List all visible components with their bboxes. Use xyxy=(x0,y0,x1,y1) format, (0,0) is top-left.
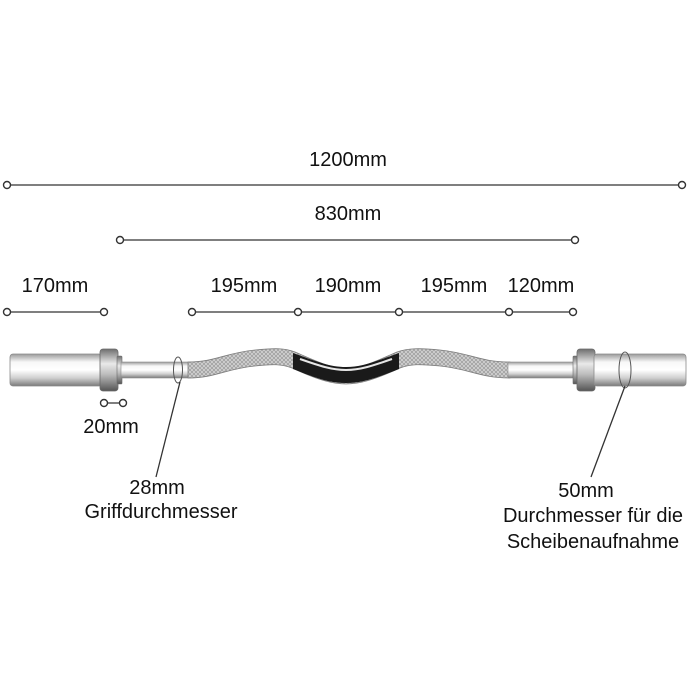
sleeve-diameter-value: 50mm xyxy=(558,480,614,502)
dimension-endpoint-left xyxy=(2,180,12,190)
left-collar xyxy=(99,348,119,392)
overall-length-label: 1200mm xyxy=(309,149,387,171)
collar-width-label: 20mm xyxy=(83,416,139,438)
grip-diameter-value: 28mm xyxy=(129,477,185,499)
dimension-endpoint-left xyxy=(99,398,109,408)
left-sleeve xyxy=(9,353,103,387)
dimension-segment-chain: 195mm 190mm 195mm 120mm xyxy=(187,275,578,317)
grip-leader-line xyxy=(155,381,181,478)
dimension-endpoint xyxy=(293,307,303,317)
dimension-endpoint-right xyxy=(118,398,128,408)
end-segment-label: 120mm xyxy=(508,275,575,297)
inner-length-label: 830mm xyxy=(315,203,382,225)
curve-segment-3-label: 195mm xyxy=(421,275,488,297)
dimension-endpoint xyxy=(187,307,197,317)
right-shaft xyxy=(507,361,577,379)
sleeve-diameter-caption-line2: Scheibenaufnahme xyxy=(507,531,679,553)
curve-segment-1-label: 195mm xyxy=(211,275,278,297)
dimension-endpoint-right xyxy=(677,180,687,190)
sleeve-diameter-caption-line1: Durchmesser für die xyxy=(503,505,683,527)
dimension-endpoint-left xyxy=(2,307,12,317)
dimension-overall-length: 1200mm xyxy=(2,149,687,190)
grip-diameter-callout: 28mm Griffdurchmesser xyxy=(84,381,238,523)
sleeve-diameter-callout: 50mm Durchmesser für die Scheibenaufnahm… xyxy=(503,385,683,553)
dimension-inner-length: 830mm xyxy=(115,203,580,245)
sleeve-diameter-marker xyxy=(618,351,632,389)
barbell xyxy=(9,348,687,392)
dimension-sleeve-length: 170mm xyxy=(2,275,109,317)
dimension-endpoint-right xyxy=(99,307,109,317)
dimension-collar-width: 20mm xyxy=(83,398,139,438)
grip-diameter-marker xyxy=(173,356,183,384)
dimension-endpoint xyxy=(394,307,404,317)
dimension-endpoint-right xyxy=(570,235,580,245)
left-shaft xyxy=(120,361,192,379)
right-sleeve xyxy=(593,353,687,387)
dimension-endpoint-left xyxy=(115,235,125,245)
center-band-highlight xyxy=(299,358,393,372)
center-smooth-band xyxy=(293,353,399,383)
dimension-endpoint xyxy=(504,307,514,317)
sleeve-leader-line xyxy=(590,385,626,478)
right-collar xyxy=(576,348,596,392)
grip-diameter-caption: Griffdurchmesser xyxy=(84,501,237,523)
curve-segment-2-label: 190mm xyxy=(315,275,382,297)
sleeve-length-label: 170mm xyxy=(22,275,89,297)
dimension-endpoint xyxy=(568,307,578,317)
